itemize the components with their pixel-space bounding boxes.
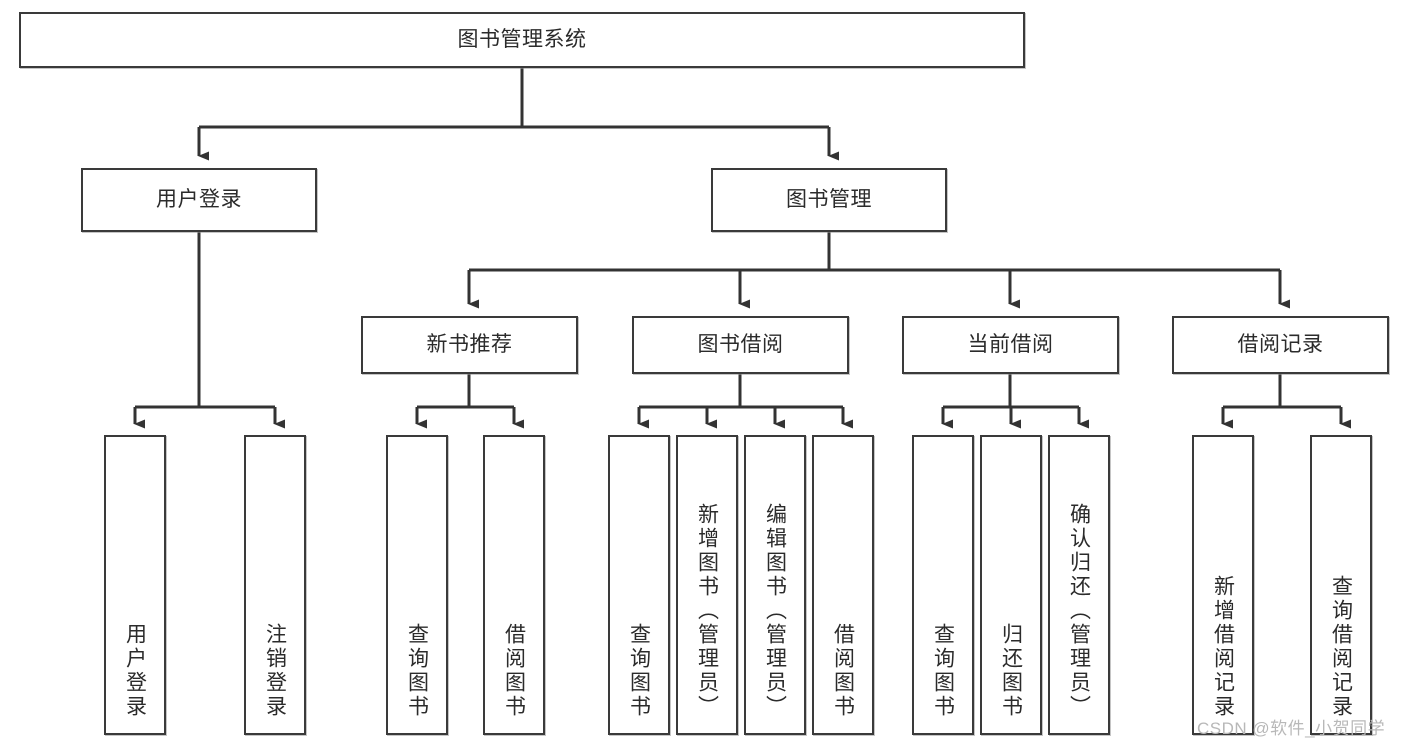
- leaf-user-login-logout[interactable]: 注销登录: [244, 435, 306, 735]
- node-label: 归还图书: [999, 623, 1023, 719]
- node-label: 借阅图书: [831, 623, 855, 719]
- node-book-management[interactable]: 图书管理: [711, 168, 947, 232]
- leaf-current-query-book[interactable]: 查询图书: [912, 435, 974, 735]
- leaf-recommend-borrow-book[interactable]: 借阅图书: [483, 435, 545, 735]
- leaf-record-add-record[interactable]: 新增借阅记录: [1192, 435, 1254, 735]
- node-label: 借阅记录: [1237, 333, 1324, 357]
- node-label: 借阅图书: [502, 623, 526, 719]
- node-book-borrow[interactable]: 图书借阅: [632, 316, 849, 374]
- node-label: 新增图书（管理员）: [695, 503, 719, 719]
- node-new-book-recommend[interactable]: 新书推荐: [361, 316, 578, 374]
- node-label: 确认归还（管理员）: [1067, 503, 1091, 719]
- node-label: 新书推荐: [426, 333, 513, 357]
- leaf-user-login-login[interactable]: 用户登录: [104, 435, 166, 735]
- csdn-watermark: CSDN @软件_小贺同学: [1197, 719, 1386, 738]
- leaf-current-confirm-return[interactable]: 确认归还（管理员）: [1048, 435, 1110, 735]
- node-root-system[interactable]: 图书管理系统: [19, 12, 1025, 68]
- node-label: 图书管理系统: [457, 28, 587, 52]
- node-borrow-record[interactable]: 借阅记录: [1172, 316, 1389, 374]
- node-label: 图书借阅: [697, 333, 784, 357]
- node-label: 用户登录: [156, 188, 242, 212]
- leaf-record-query-record[interactable]: 查询借阅记录: [1310, 435, 1372, 735]
- leaf-borrow-borrow-book[interactable]: 借阅图书: [812, 435, 874, 735]
- node-label: 查询借阅记录: [1329, 575, 1353, 719]
- node-label: 查询图书: [405, 623, 429, 719]
- leaf-recommend-query-book[interactable]: 查询图书: [386, 435, 448, 735]
- leaf-current-return-book[interactable]: 归还图书: [980, 435, 1042, 735]
- node-label: 当前借阅: [967, 333, 1054, 357]
- node-label: 查询图书: [931, 623, 955, 719]
- node-label: 编辑图书（管理员）: [763, 503, 787, 719]
- leaf-borrow-edit-book[interactable]: 编辑图书（管理员）: [744, 435, 806, 735]
- node-label: 图书管理: [786, 188, 872, 212]
- node-user-login[interactable]: 用户登录: [81, 168, 317, 232]
- node-label: 新增借阅记录: [1211, 575, 1235, 719]
- node-current-borrow[interactable]: 当前借阅: [902, 316, 1119, 374]
- node-label: 查询图书: [627, 623, 651, 719]
- node-label: 注销登录: [263, 623, 287, 719]
- leaf-borrow-add-book[interactable]: 新增图书（管理员）: [676, 435, 738, 735]
- leaf-borrow-query-book[interactable]: 查询图书: [608, 435, 670, 735]
- node-label: 用户登录: [123, 623, 147, 719]
